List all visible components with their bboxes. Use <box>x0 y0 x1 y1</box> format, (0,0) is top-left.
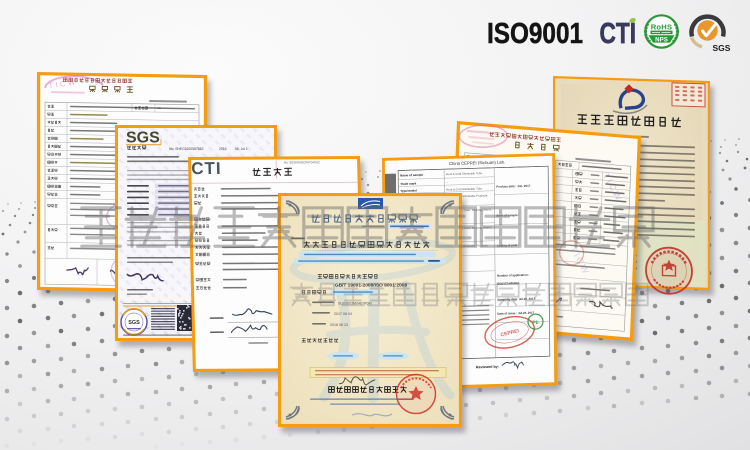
svg-text:ISO9001: ISO9001 <box>487 18 583 50</box>
svg-text:Heat & Cold Shrinkable Product: Heat & Cold Shrinkable Products <box>446 193 488 198</box>
svg-text:2018 08 13: 2018 08 13 <box>330 323 348 327</box>
svg-text:Coding of post :: Coding of post : <box>497 243 519 248</box>
svg-text:SGS: SGS <box>126 130 160 147</box>
svg-text:--: -- <box>446 181 448 185</box>
svg-text:Trade mark: Trade mark <box>400 182 416 186</box>
svg-text:CEPREI: CEPREI <box>500 328 520 338</box>
svg-text:Pb: Pb <box>532 320 538 326</box>
svg-text:Born of sample :: Born of sample : <box>497 213 520 218</box>
svg-text:Heat & Cold Shrinkable Tube: Heat & Cold Shrinkable Tube <box>446 187 483 192</box>
svg-text:No. B2SH00003497040GZ: No. B2SH00003497040GZ <box>284 160 320 164</box>
svg-text:No. SHEC1620587862: No. SHEC1620587862 <box>169 147 204 151</box>
svg-text:Date of issue : Jul.25, 2017: Date of issue : Jul.25, 2017 <box>497 311 534 316</box>
svg-text:Heat & Cold Shrinkable Product: Heat & Cold Shrinkable Products <box>447 243 489 248</box>
svg-text:China CEPREI (Sichuan) Lab.: China CEPREI (Sichuan) Lab. <box>449 159 505 166</box>
svg-text:CTI: CTI <box>191 159 222 178</box>
svg-text:Reviewed by:: Reviewed by: <box>476 365 499 370</box>
svg-text:2017 08 04: 2017 08 04 <box>334 312 352 316</box>
svg-text:Name of sample: Name of sample <box>400 173 423 178</box>
svg-text:SGS: SGS <box>128 320 140 326</box>
svg-text:Type/model: Type/model <box>400 188 417 192</box>
svg-text:2848 Jinjiaba Town, Wujiang Di: 2848 Jinjiaba Town, Wujiang District, <box>447 225 493 230</box>
svg-text:SGS: SGS <box>713 43 731 53</box>
svg-text:Heat & Cold Shrinkable Tube: Heat & Cold Shrinkable Tube <box>446 171 483 176</box>
svg-text:Produce date : Jun. 2017: Produce date : Jun. 2017 <box>496 184 530 189</box>
svg-text:2848 Jinjiaba Town, Wujiang Di: 2848 Jinjiaba Town, Wujiang District, <box>446 207 492 212</box>
svg-text:RoHS: RoHS <box>651 22 672 31</box>
svg-text:Number of application :: Number of application : <box>497 273 529 278</box>
svg-text:2016: 2016 <box>219 147 227 151</box>
svg-text:SCU171-60006A: SCU171-60006A <box>497 281 520 286</box>
svg-text:Sampling date: Jul.20, 2017: Sampling date: Jul.20, 2017 <box>497 297 535 302</box>
svg-text:NPS: NPS <box>655 37 668 44</box>
svg-text:SU09001M0467R0M: SU09001M0467R0M <box>338 302 372 306</box>
svg-text:CTI: CTI <box>600 18 637 50</box>
svg-text:GB/T 19001-2008/ISO 9001:2008: GB/T 19001-2008/ISO 9001:2008 <box>335 283 408 289</box>
svg-text:05, Jul 1: 05, Jul 1 <box>235 147 248 151</box>
